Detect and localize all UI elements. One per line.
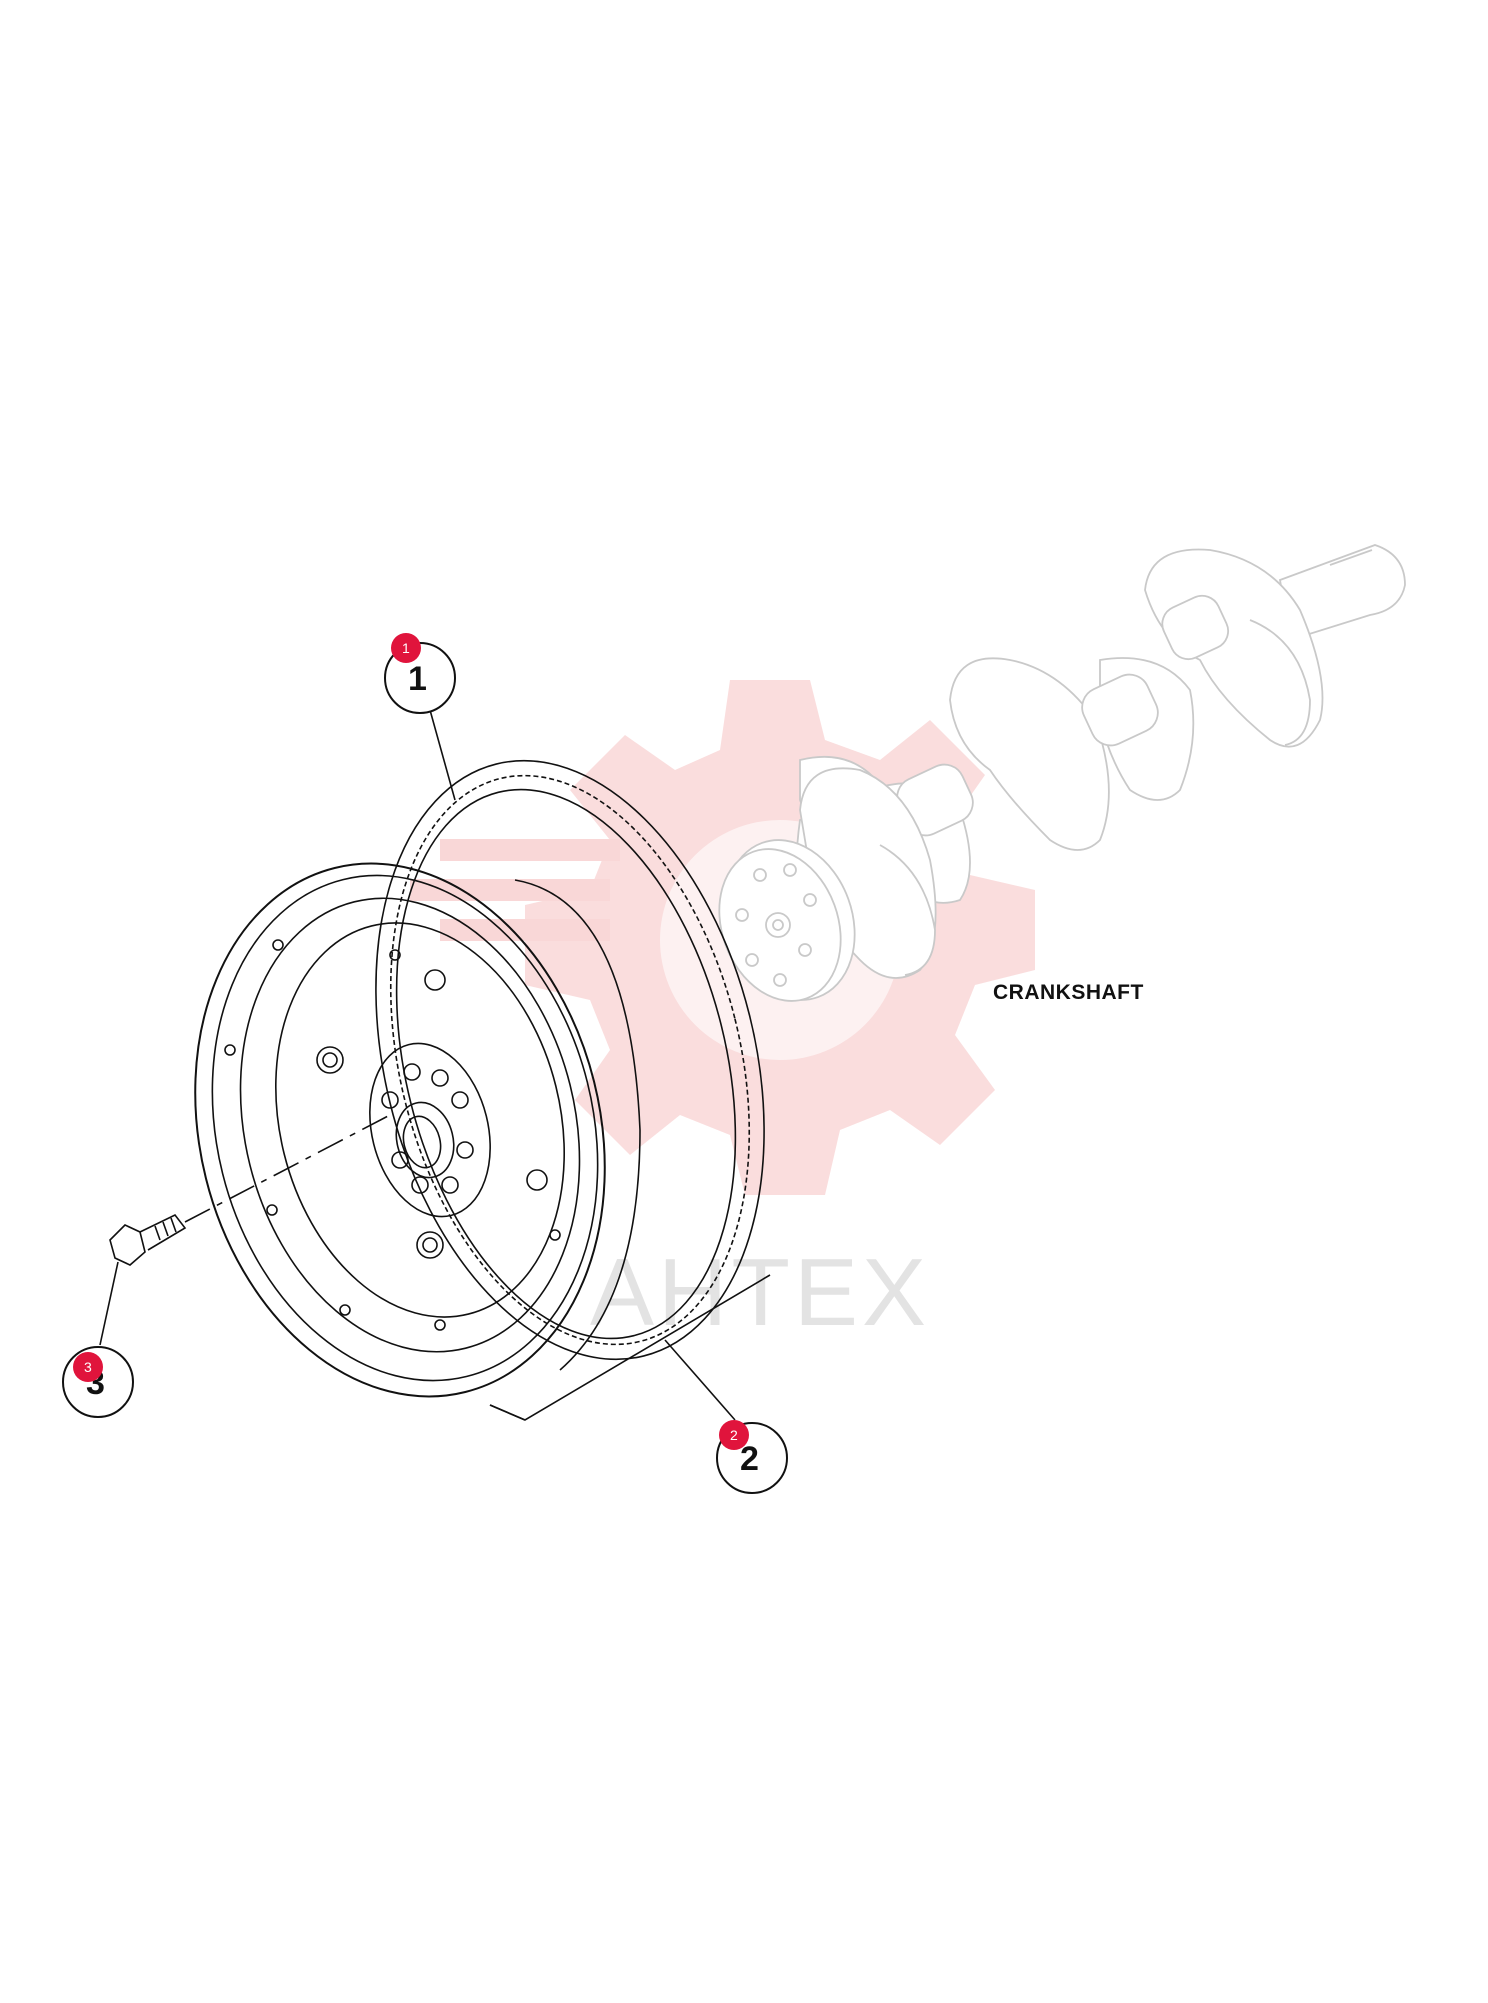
assembly-bracket-left xyxy=(489,1404,526,1421)
crankshaft-label: CRANKSHAFT xyxy=(993,981,1144,1004)
hotspot-2-number: 2 xyxy=(730,1427,738,1443)
callout-2-number: 2 xyxy=(740,1440,759,1478)
hotspot-3[interactable]: 3 xyxy=(73,1352,103,1382)
leader-line-3 xyxy=(99,1261,119,1346)
hotspot-1-number: 1 xyxy=(402,640,410,656)
hotspot-3-number: 3 xyxy=(84,1359,92,1375)
hotspot-1[interactable]: 1 xyxy=(391,633,421,663)
callout-1-number: 1 xyxy=(408,660,427,698)
watermark-text: AHTEX xyxy=(590,1239,930,1346)
hotspot-2[interactable]: 2 xyxy=(719,1420,749,1450)
leader-line-2 xyxy=(664,1339,736,1421)
ring-gear-drawing xyxy=(375,759,765,1361)
leader-line-1 xyxy=(429,709,456,801)
crankshaft-drawing xyxy=(718,544,1406,1002)
bolt-drawing xyxy=(109,1114,391,1266)
flywheel-drawing xyxy=(194,862,641,1398)
